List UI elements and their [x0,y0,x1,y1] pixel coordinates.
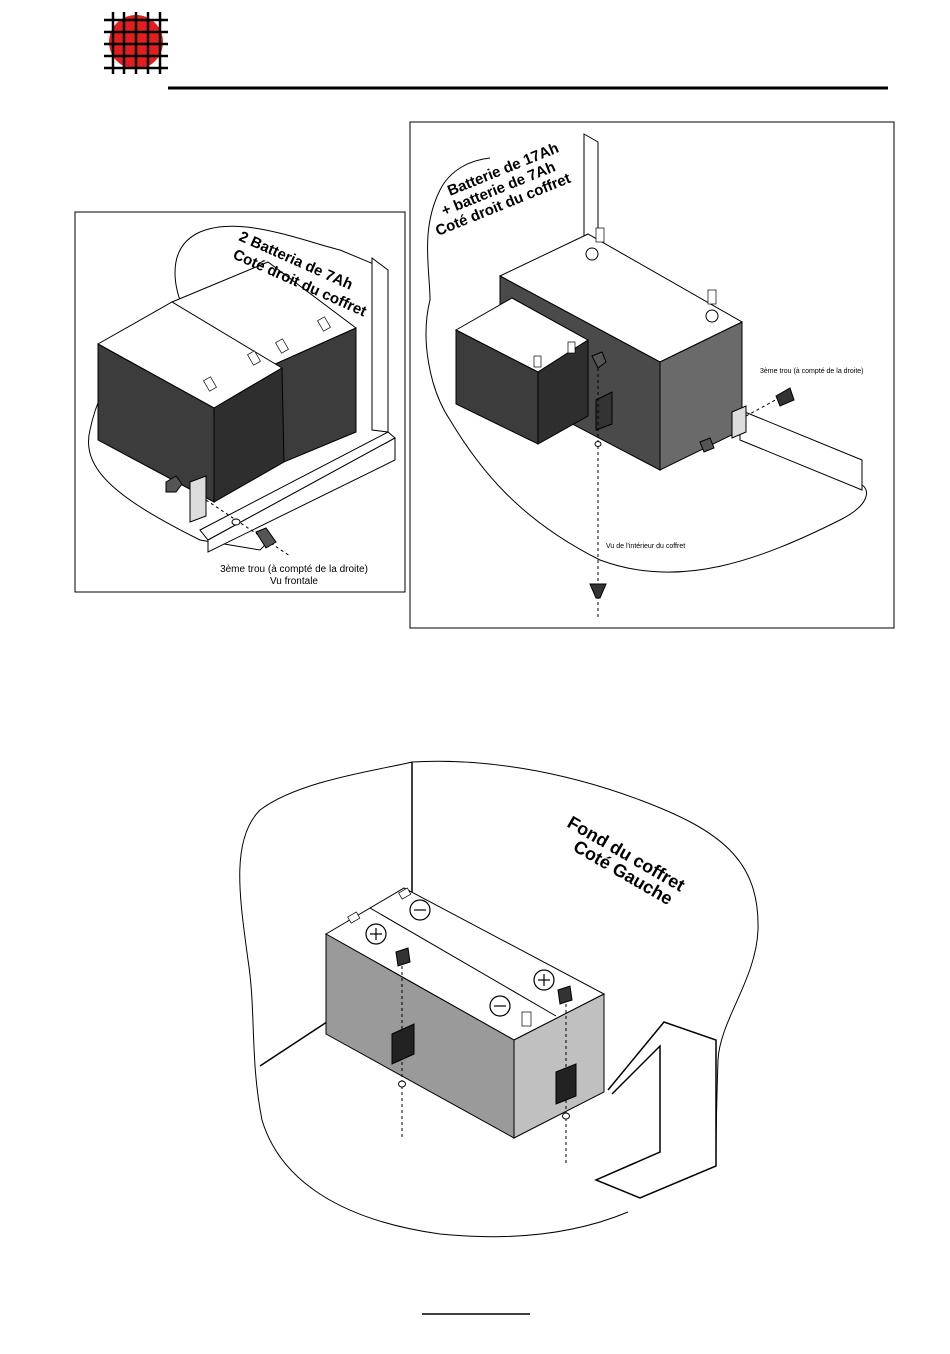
company-logo [104,12,168,74]
right-hole-label: 3ème trou (à compté de la droite) [760,368,864,375]
left-caption-line2: Vu frontale [270,576,318,587]
right-view-label: Vu de l'intérieur du coffret [606,543,685,550]
left-caption-line1: 3ème trou (à compté de la droite) [220,564,368,575]
figure-left-frame [75,212,405,592]
figure-bottom [240,761,758,1237]
